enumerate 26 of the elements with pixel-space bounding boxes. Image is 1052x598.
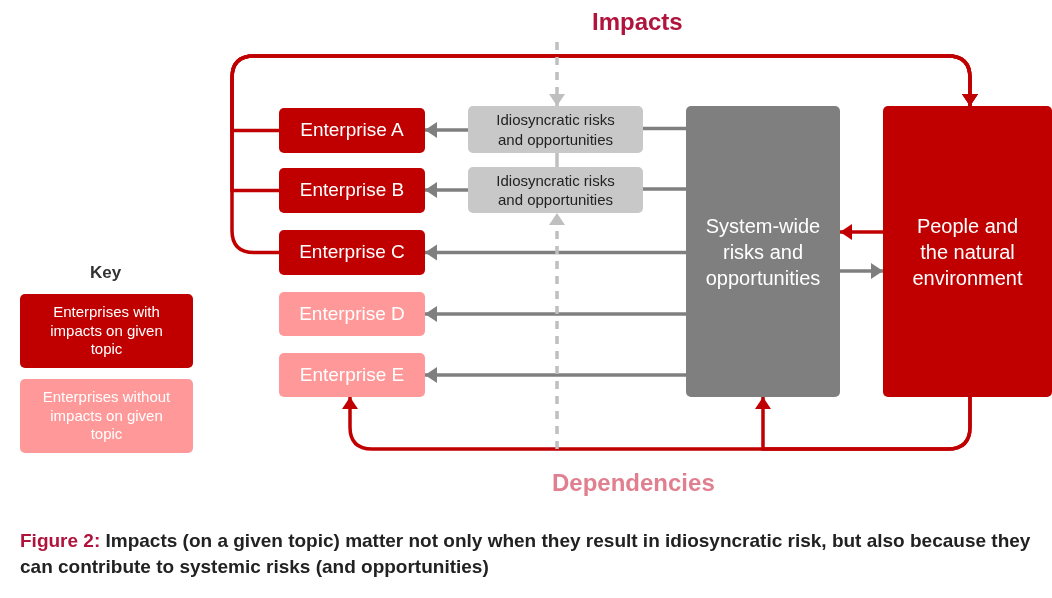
enterprise-box: Enterprise B [279, 168, 425, 213]
key-heading: Key [90, 263, 122, 283]
arrow [549, 213, 565, 449]
arrow [425, 122, 468, 138]
arrow [425, 306, 686, 322]
risk-box: Idiosyncratic risks and opportunities [468, 167, 643, 213]
arrow [425, 182, 468, 198]
enterprise-box: Enterprise A [279, 108, 425, 153]
enterprise-box: Enterprise C [279, 230, 425, 275]
figure-caption: Figure 2: Impacts (on a given topic) matter not only when they result in idiosyncratic risk, but also because they can contribute to systemic risks (and opportunities) [20, 529, 1032, 579]
arrow [425, 367, 686, 383]
legend-swatch: Enterprises without impacts on given topic [20, 379, 193, 453]
system-risk-box: System-wide risks and opportunities [686, 106, 840, 397]
enterprise-box: Enterprise D [279, 292, 425, 336]
enterprise-box: Enterprise E [279, 353, 425, 397]
risk-box: Idiosyncratic risks and opportunities [468, 106, 643, 153]
arrow [840, 224, 883, 240]
legend-swatch: Enterprises with impacts on given topic [20, 294, 193, 368]
arrow [840, 263, 883, 279]
arrow [755, 397, 972, 451]
environment-box: People and the natural environment [883, 106, 1052, 397]
section-heading: Impacts [592, 8, 683, 36]
arrow [425, 244, 686, 261]
arrow [549, 42, 565, 106]
section-heading: Dependencies [552, 469, 715, 497]
arrow [230, 54, 978, 255]
